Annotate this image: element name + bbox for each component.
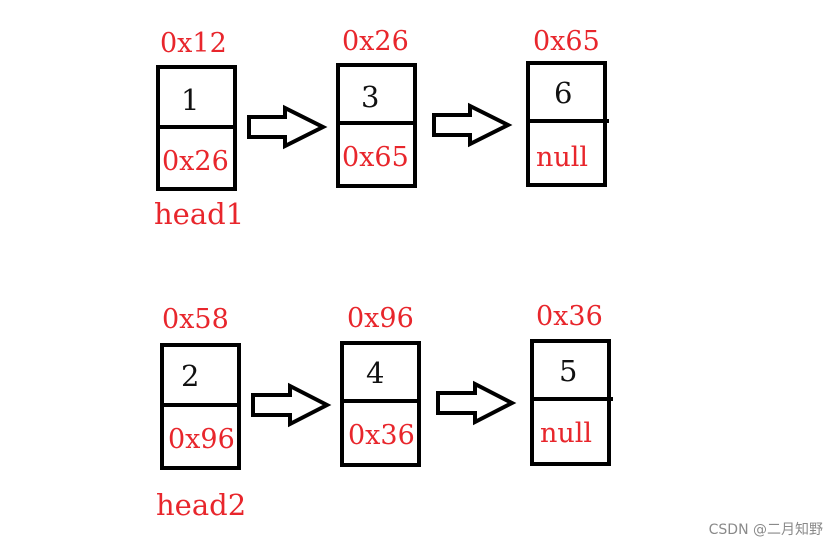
right-arrow-icon xyxy=(436,380,517,426)
head-label: head2 xyxy=(156,488,246,522)
node-next-pointer: 0x26 xyxy=(162,146,229,177)
right-arrow-icon xyxy=(251,382,332,428)
watermark: CSDN @二月知野 xyxy=(708,522,823,538)
node-next-pointer: 0x65 xyxy=(342,142,409,173)
linked-list-2: 0x58 2 0x96 0x96 4 0x36 0x36 5 null head… xyxy=(156,301,613,522)
node-value: 6 xyxy=(554,76,572,110)
node-next-pointer: null xyxy=(536,142,588,173)
list2-node-2: 0x96 4 0x36 xyxy=(340,303,421,467)
node-value: 1 xyxy=(181,83,199,117)
node-address-label: 0x58 xyxy=(162,304,229,335)
right-arrow-icon xyxy=(247,104,328,150)
node-next-cell xyxy=(160,403,241,470)
node-address-label: 0x12 xyxy=(160,28,227,59)
node-next-pointer: 0x36 xyxy=(348,420,415,451)
head-label: head1 xyxy=(154,197,244,231)
list1-node-2: 0x26 3 0x65 xyxy=(336,26,417,188)
list2-node-3: 0x36 5 null xyxy=(530,301,613,466)
node-next-cell xyxy=(526,119,607,187)
node-next-cell xyxy=(336,121,417,188)
node-value: 5 xyxy=(559,354,577,388)
node-value: 4 xyxy=(366,356,384,390)
node-address-label: 0x36 xyxy=(536,301,603,332)
right-arrow-icon xyxy=(432,102,513,148)
node-next-pointer: null xyxy=(540,418,592,449)
node-address-label: 0x26 xyxy=(342,26,409,57)
linked-list-1: 0x12 1 0x26 0x26 3 0x65 0x65 6 null head… xyxy=(154,26,609,231)
list1-node-1: 0x12 1 0x26 xyxy=(156,28,237,191)
node-next-cell xyxy=(530,397,611,466)
list1-node-3: 0x65 6 null xyxy=(526,26,609,187)
node-address-label: 0x96 xyxy=(347,303,414,334)
node-value: 3 xyxy=(361,80,379,114)
node-value: 2 xyxy=(181,359,199,393)
node-value-cell xyxy=(160,343,241,407)
node-address-label: 0x65 xyxy=(533,26,600,57)
node-next-pointer: 0x96 xyxy=(168,424,235,455)
node-next-cell xyxy=(340,399,421,467)
list2-node-1: 0x58 2 0x96 xyxy=(160,304,241,470)
node-next-cell xyxy=(156,125,237,191)
